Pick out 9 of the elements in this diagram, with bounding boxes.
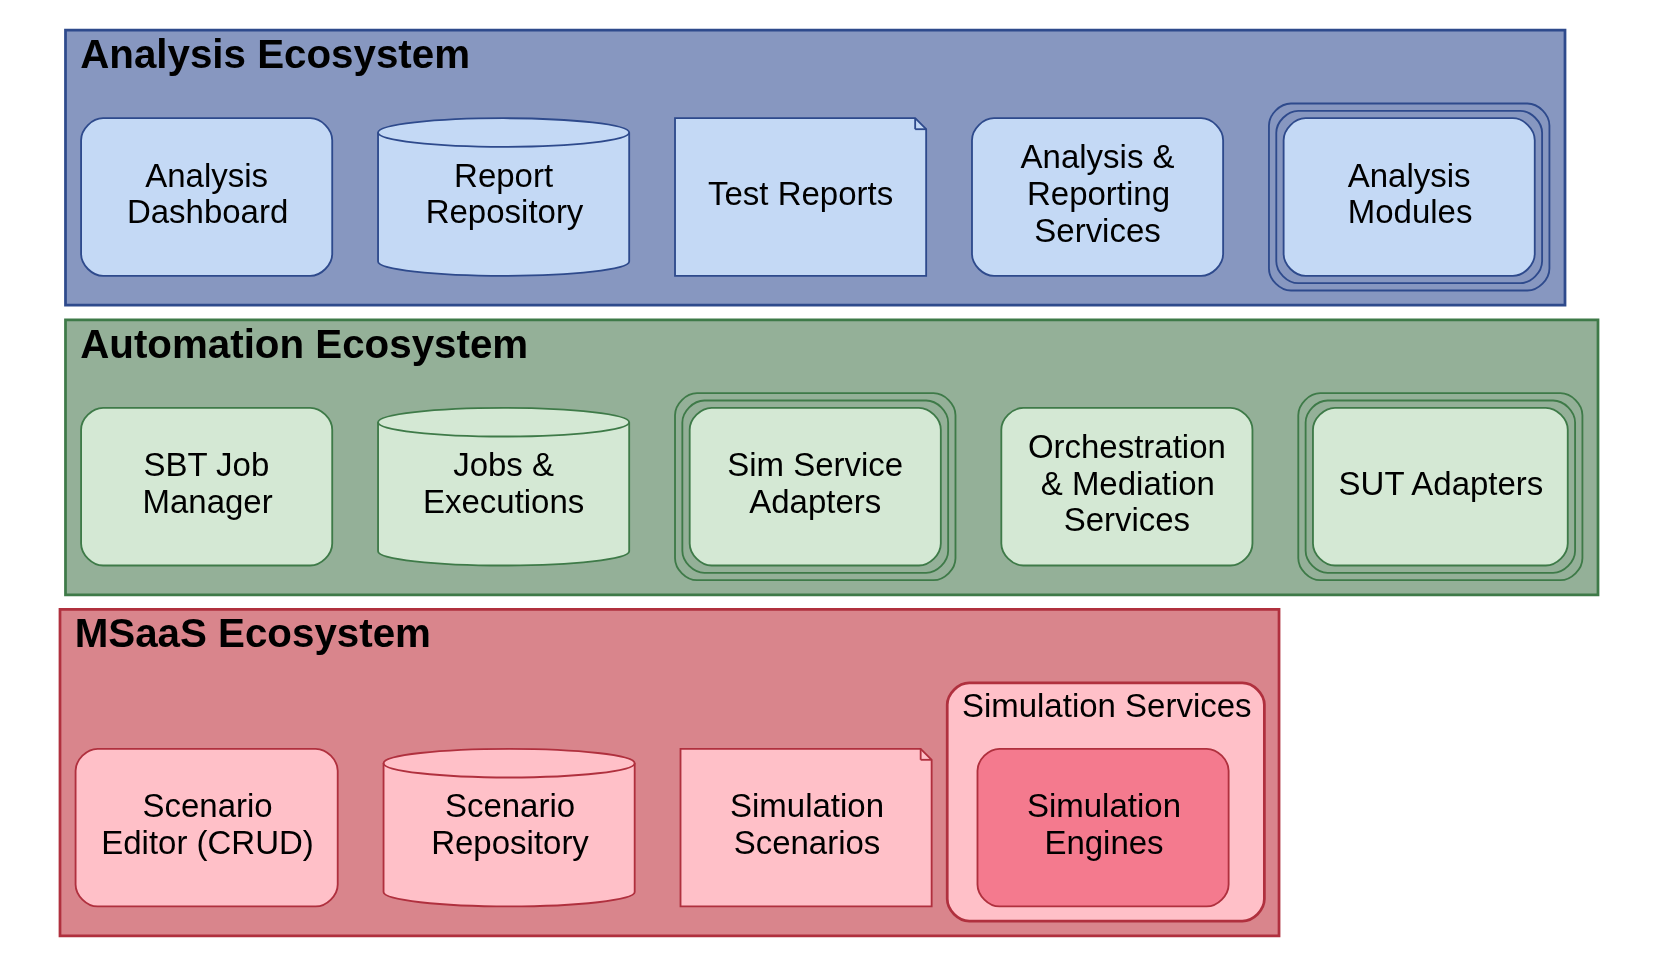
node-box: Simulation Engines [976,747,1230,908]
node-box: Analysis Modules [1267,102,1550,292]
node-box: Orchestration & Mediation Services [999,406,1253,567]
node-box: Analysis Dashboard [79,117,333,277]
node-box: SBT Job Manager [79,406,333,567]
node-box: Scenario Editor (CRUD) [74,747,339,908]
node-box: Analysis & Reporting Services [970,117,1224,277]
node-box: SUT Adapters [1296,392,1583,582]
node-box: Sim Service Adapters [673,392,956,582]
